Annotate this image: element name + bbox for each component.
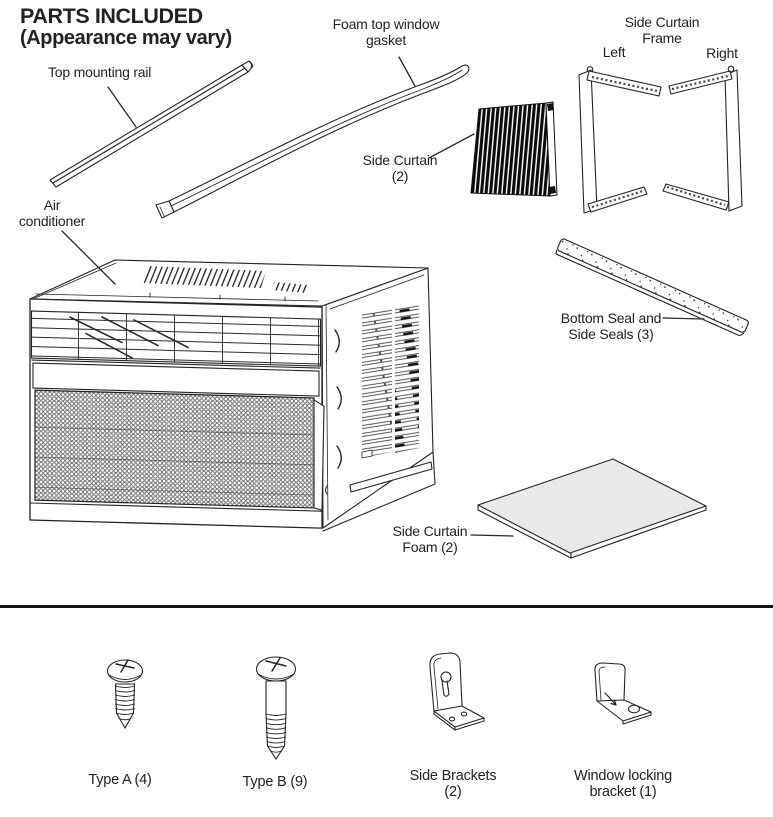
page-subtitle: (Appearance may vary) <box>20 27 232 49</box>
label-screw-type-b: Type B (9) <box>242 774 308 790</box>
label-window-locking-bracket: Window locking bracket (1) <box>574 768 672 800</box>
bottom-seal-drawing <box>555 238 749 337</box>
page-title: PARTS INCLUDED <box>20 4 203 28</box>
label-air-conditioner: Air conditioner <box>18 197 86 229</box>
air-conditioner-drawing <box>29 259 436 532</box>
side-curtain-frame-right-drawing <box>662 65 743 212</box>
section-divider <box>0 605 773 608</box>
label-foam-top-window-gasket: Foam top window gasket <box>332 16 440 48</box>
side-curtain-drawing <box>470 101 558 197</box>
label-side-brackets: Side Brackets (2) <box>409 768 497 800</box>
label-side-curtain-frame: Side Curtain Frame <box>624 14 700 46</box>
label-frame-right: Right <box>706 45 738 61</box>
top-mounting-rail-drawing <box>49 60 254 188</box>
screw-type-b-drawing <box>255 656 297 761</box>
label-side-curtain-foam: Side Curtain Foam (2) <box>392 523 468 555</box>
screw-type-a-drawing <box>106 659 144 730</box>
side-curtain-frame-left-drawing <box>578 66 662 214</box>
label-frame-left: Left <box>602 44 626 60</box>
window-locking-bracket-drawing <box>594 662 652 725</box>
title-block: PARTS INCLUDED (Appearance may vary) <box>20 5 232 49</box>
label-bottom-seal: Bottom Seal and Side Seals (3) <box>560 310 662 342</box>
foam-top-window-gasket-drawing <box>155 64 470 219</box>
side-curtain-foam-drawing <box>477 458 707 559</box>
label-screw-type-a: Type A (4) <box>88 772 152 788</box>
label-side-curtain: Side Curtain (2) <box>362 152 438 184</box>
label-top-mounting-rail: Top mounting rail <box>48 64 152 80</box>
side-bracket-drawing <box>429 652 485 731</box>
leader-lines <box>61 56 705 537</box>
